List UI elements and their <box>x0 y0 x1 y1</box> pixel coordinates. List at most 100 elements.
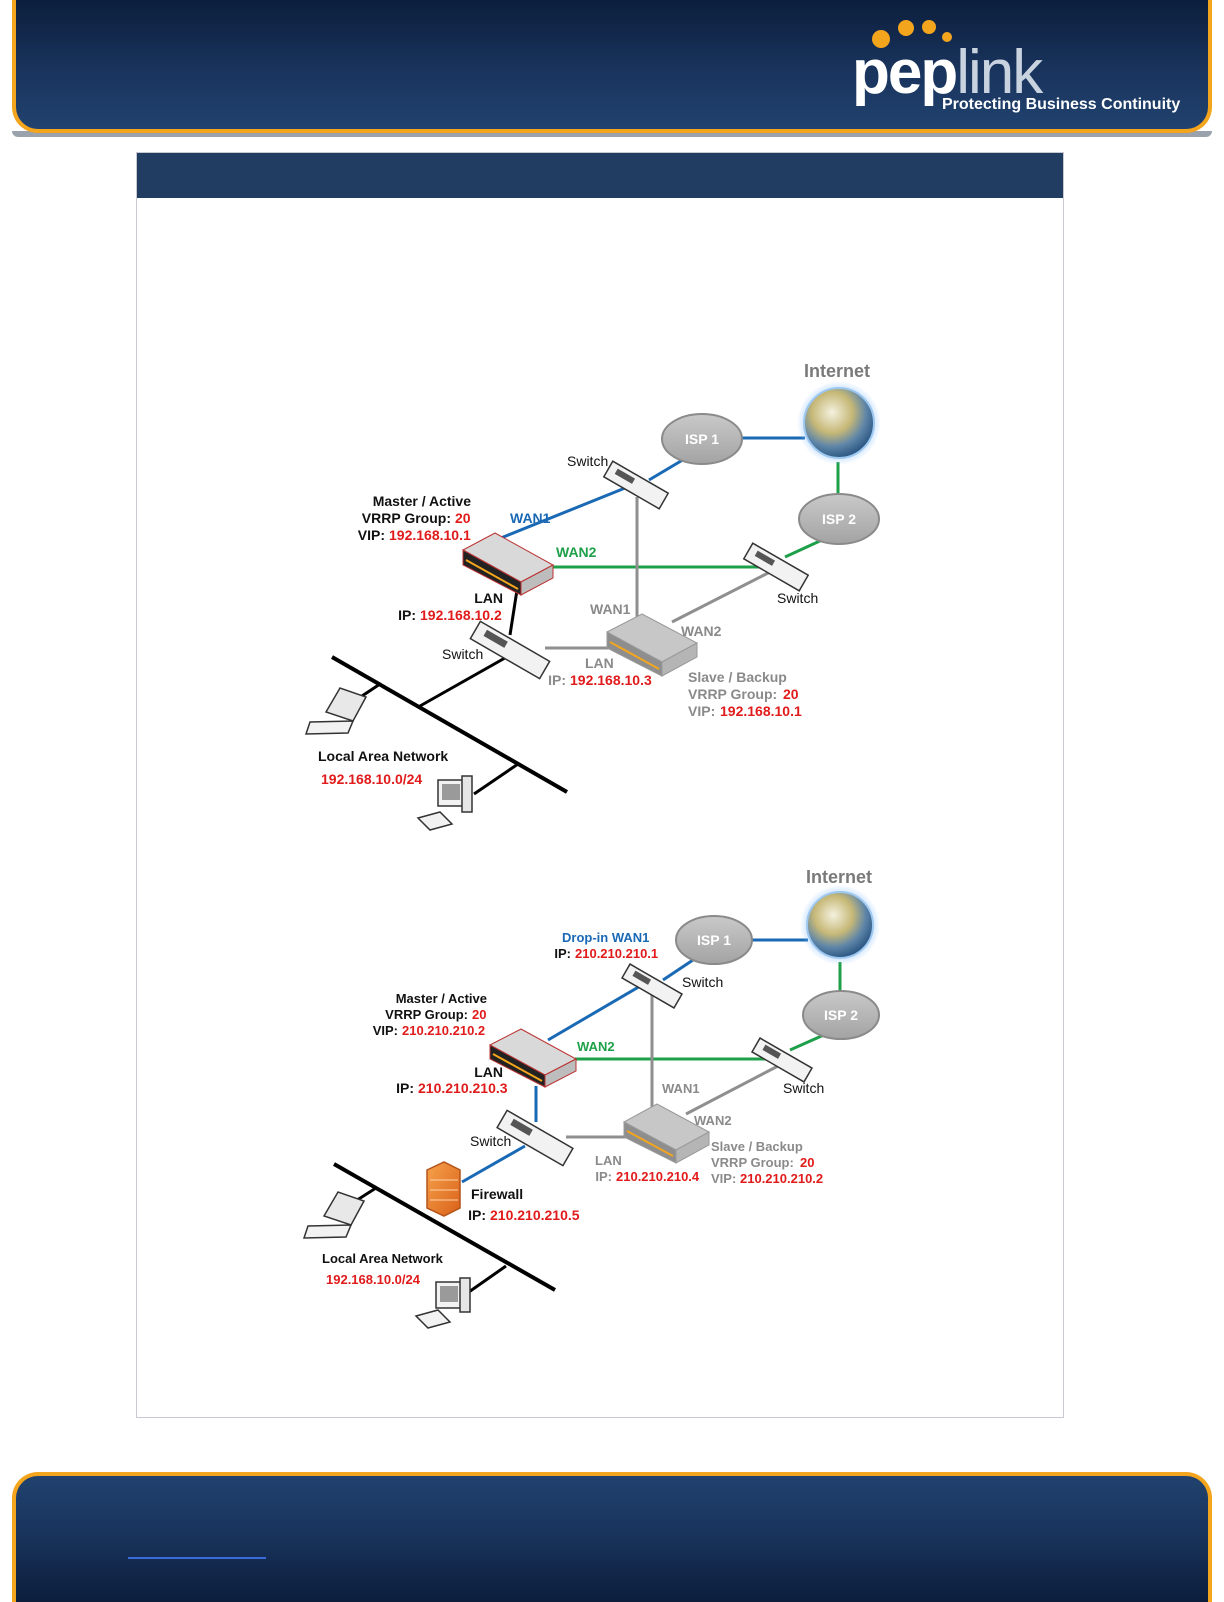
lan-network-title: Local Area Network <box>318 748 448 764</box>
master-title: Master / Active <box>396 991 487 1006</box>
switch-icon <box>496 1109 574 1167</box>
diagram-2: Internet ISP 1 ISP 2 Switch Switch Switc… <box>302 867 880 1329</box>
slave-lan-ip-value: 192.168.10.3 <box>570 672 652 688</box>
isp2-label: ISP 2 <box>824 1007 858 1023</box>
master-vip-label: VIP: <box>358 527 385 543</box>
laptop-icon <box>304 687 368 735</box>
slave-router-icon <box>605 613 699 677</box>
slave-vip-label: VIP: <box>688 703 715 719</box>
master-lan-title: LAN <box>474 590 503 606</box>
slave-vip-label: VIP: <box>711 1171 736 1186</box>
lan-bus-line <box>333 1162 556 1292</box>
switch-lan-label: Switch <box>442 646 483 662</box>
dropin-wan1-title: Drop-in WAN1 <box>562 930 649 945</box>
switch-right-label: Switch <box>783 1080 824 1096</box>
switch-icon <box>602 460 670 510</box>
isp1-label: ISP 1 <box>697 932 731 948</box>
master-router-icon <box>461 532 555 596</box>
lan-network-title: Local Area Network <box>322 1251 444 1266</box>
slave-vrrp-label: VRRP Group: <box>688 686 777 702</box>
desktop-computer-icon <box>414 1277 471 1329</box>
master-router-icon <box>488 1028 578 1088</box>
page-header: peplink Protecting Business Continuity <box>12 0 1212 137</box>
master-vrrp-value: 20 <box>472 1007 486 1022</box>
slave-lan-title: LAN <box>585 655 614 671</box>
isp2-label: ISP 2 <box>822 511 856 527</box>
logo-dot-icon <box>922 20 936 34</box>
isp1-cloud-icon <box>661 413 743 465</box>
switch-icon <box>742 542 810 592</box>
master-lan-title: LAN <box>474 1064 503 1080</box>
slave-wan2-label: WAN2 <box>694 1113 732 1128</box>
master-lan-ip-value: 192.168.10.2 <box>420 607 502 623</box>
slave-lan-title: LAN <box>595 1153 622 1168</box>
content-panel <box>136 152 1064 1418</box>
internet-globe-icon <box>806 891 874 959</box>
slave-vrrp-label: VRRP Group: <box>711 1155 794 1170</box>
peplink-logo: peplink Protecting Business Continuity <box>848 16 1181 126</box>
internet-label: Internet <box>806 867 872 887</box>
slave-vrrp-value: 20 <box>783 686 799 702</box>
master-vip-label: VIP: <box>373 1023 398 1038</box>
internet-label: Internet <box>804 361 870 381</box>
dropin-ip-value: 210.210.210.1 <box>575 946 658 961</box>
internet-globe-icon <box>803 387 875 459</box>
wan1-label: WAN1 <box>510 510 551 526</box>
wan2-label: WAN2 <box>577 1039 615 1054</box>
firewall-ip-value: 210.210.210.5 <box>490 1207 580 1223</box>
firewall-icon <box>426 1161 461 1217</box>
master-title: Master / Active <box>373 493 472 509</box>
master-vrrp-label: VRRP Group: <box>385 1007 468 1022</box>
slave-lan-ip-value: 210.210.210.4 <box>616 1169 700 1184</box>
slave-lan-ip-label: IP: <box>595 1169 612 1184</box>
firewall-title: Firewall <box>471 1186 523 1202</box>
logo-dot-icon <box>872 30 890 48</box>
slave-wan1-label: WAN1 <box>590 601 631 617</box>
switch-top-label: Switch <box>567 453 608 469</box>
desktop-computer-icon <box>416 775 473 831</box>
isp2-cloud-icon <box>802 990 880 1040</box>
isp1-label: ISP 1 <box>685 431 719 447</box>
slave-title: Slave / Backup <box>711 1139 803 1154</box>
lan-bus-line <box>331 655 568 794</box>
laptop-icon <box>302 1191 366 1239</box>
switch-right-label: Switch <box>777 590 818 606</box>
diagram-1: Internet ISP 1 ISP 2 Switch Switch Switc… <box>304 361 881 831</box>
logo-dot-icon <box>898 20 914 36</box>
slave-router-icon <box>622 1103 711 1164</box>
slave-wan2-label: WAN2 <box>681 623 722 639</box>
switch-icon <box>620 963 684 1009</box>
lan-network-subnet: 192.168.10.0/24 <box>326 1272 421 1287</box>
switch-lan-label: Switch <box>470 1133 511 1149</box>
slave-vip-value: 210.210.210.2 <box>740 1171 823 1186</box>
slave-wan1-label: WAN1 <box>662 1081 700 1096</box>
logo-tagline: Protecting Business Continuity <box>942 96 1181 113</box>
switch-icon <box>750 1037 814 1083</box>
master-lan-ip-label: IP: <box>398 607 416 623</box>
isp1-cloud-icon <box>675 915 753 965</box>
switch-icon <box>469 620 551 680</box>
lan-network-subnet: 192.168.10.0/24 <box>321 771 422 787</box>
slave-vip-value: 192.168.10.1 <box>720 703 802 719</box>
master-vip-value: 210.210.210.2 <box>402 1023 485 1038</box>
master-vrrp-label: VRRP Group: <box>362 510 451 526</box>
isp2-cloud-icon <box>798 493 880 545</box>
logo-wordmark: peplink <box>852 38 1043 107</box>
master-vip-value: 192.168.10.1 <box>389 527 471 543</box>
page-footer <box>12 1472 1212 1602</box>
logo-dot-icon <box>942 32 952 42</box>
dropin-ip-label: IP: <box>554 946 571 961</box>
slave-title: Slave / Backup <box>688 669 787 685</box>
master-lan-ip-label: IP: <box>396 1080 414 1096</box>
firewall-ip-label: IP: <box>468 1207 486 1223</box>
panel-title-bar <box>137 153 1063 198</box>
slave-vrrp-value: 20 <box>800 1155 814 1170</box>
master-vrrp-value: 20 <box>455 510 471 526</box>
wan2-label: WAN2 <box>556 544 597 560</box>
wan1-link <box>485 482 636 546</box>
footer-link[interactable] <box>128 1557 266 1559</box>
switch-top-label: Switch <box>682 974 723 990</box>
master-lan-ip-value: 210.210.210.3 <box>418 1080 508 1096</box>
slave-lan-ip-label: IP: <box>548 672 566 688</box>
